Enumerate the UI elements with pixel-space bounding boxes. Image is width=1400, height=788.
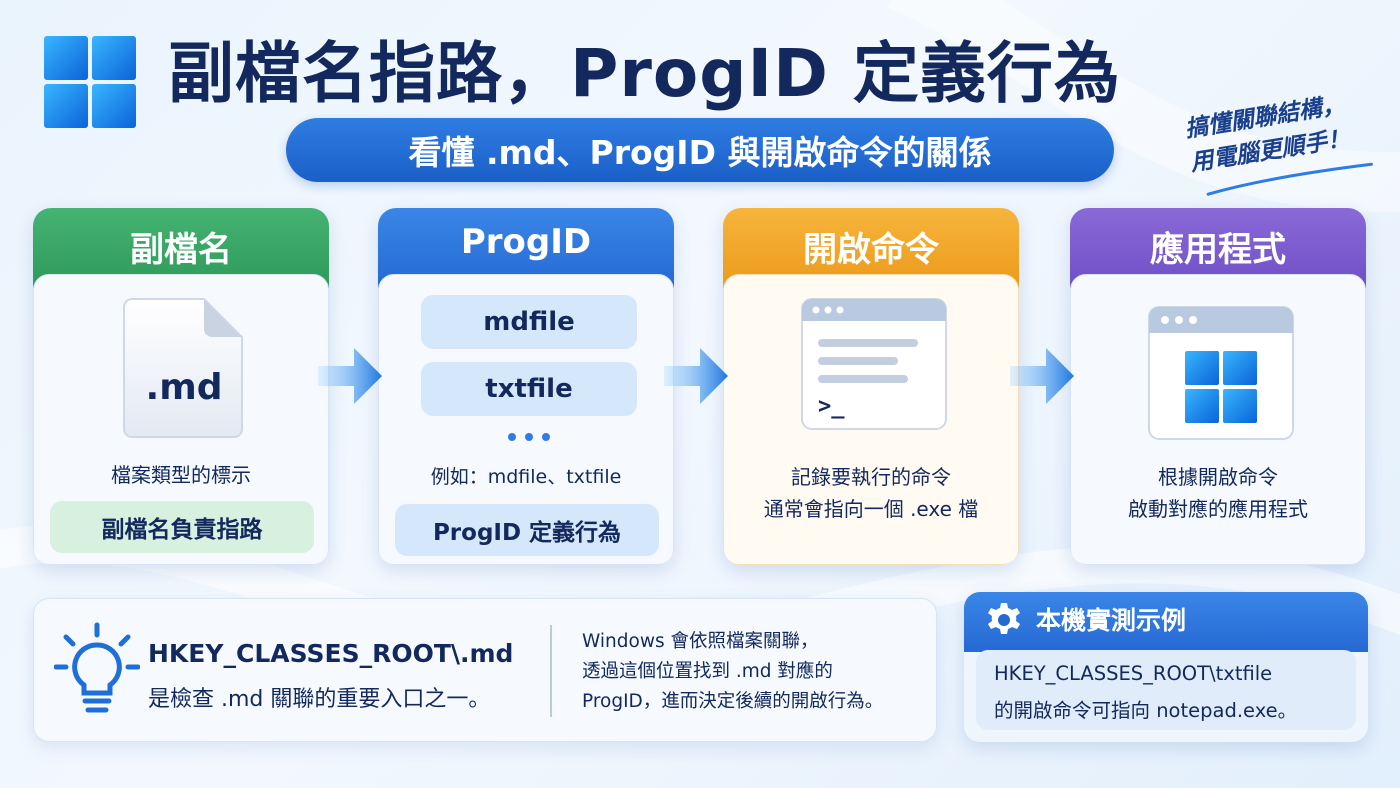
- description-line-1: 根據開啟命令: [1158, 465, 1278, 489]
- handwritten-note: 搞懂關聯結構， 用電腦更順手！: [1154, 83, 1387, 216]
- step-body: .md 檔案類型的標示 副檔名負責指路: [33, 274, 329, 565]
- progid-example: 例如：mdfile、txtfile: [430, 466, 622, 488]
- registry-info-panel: HKEY_CLASSES_ROOT\.md 是檢查 .md 關聯的重要入口之一。…: [33, 598, 937, 742]
- terminal-prompt: >_: [818, 394, 845, 419]
- note-underline: [1206, 162, 1373, 196]
- arrow-right-icon: [318, 348, 382, 404]
- page-title: 副檔名指路，ProgID 定義行為: [168, 35, 1121, 112]
- step-card-application: 應用程式 根據開啟命令 啟動對應的應用程式: [1070, 208, 1366, 565]
- test-panel-title: 本機實測示例: [1036, 606, 1187, 635]
- more-dots-icon: [508, 433, 550, 441]
- step-body: 根據開啟命令 啟動對應的應用程式: [1070, 274, 1366, 565]
- subtitle-banner: 看懂 .md、ProgID 與開啟命令的關係: [286, 118, 1114, 182]
- explanation-line-1: Windows 會依照檔案關聯，: [582, 631, 819, 652]
- step-summary-pill: ProgID 定義行為: [395, 504, 659, 556]
- file-icon: [123, 298, 243, 438]
- divider: [550, 625, 552, 717]
- local-test-panel: 本機實測示例 HKEY_CLASSES_ROOT\txtfile 的開啟命令可指…: [964, 592, 1368, 742]
- step-card-progid: ProgID mdfile txtfile 例如：mdfile、txtfile …: [378, 208, 674, 565]
- description-line-2: 通常會指向一個 .exe 檔: [763, 497, 979, 521]
- description-line-1: 記錄要執行的命令: [791, 465, 951, 489]
- step-description: 根據開啟命令 啟動對應的應用程式: [1071, 461, 1365, 525]
- gear-icon: [988, 603, 1020, 634]
- description-line-2: 啟動對應的應用程式: [1128, 497, 1308, 521]
- arrow-right-icon: [1010, 348, 1074, 404]
- step-body: mdfile txtfile 例如：mdfile、txtfile ProgID …: [378, 274, 674, 565]
- step-body: >_ 記錄要執行的命令 通常會指向一個 .exe 檔: [723, 274, 1019, 565]
- registry-key: HKEY_CLASSES_ROOT\.md: [148, 639, 514, 668]
- step-summary-pill: 副檔名負責指路: [50, 501, 314, 553]
- step-description: 檔案類型的標示: [111, 463, 251, 487]
- explanation-line-3: ProgID，進而決定後續的開啟行為。: [582, 691, 884, 712]
- terminal-window-icon: >_: [801, 298, 947, 430]
- file-extension-label: .md: [145, 367, 223, 408]
- step-card-open-command: 開啟命令 >_ 記錄要執行的命令 通常會指向一個 .exe 檔: [723, 208, 1019, 565]
- progid-item: mdfile: [421, 295, 637, 349]
- registry-key-description: 是檢查 .md 關聯的重要入口之一。: [148, 687, 491, 712]
- arrow-right-icon: [664, 348, 728, 404]
- windows-logo-icon: [44, 36, 136, 128]
- test-panel-body: HKEY_CLASSES_ROOT\txtfile 的開啟命令可指向 notep…: [976, 650, 1356, 730]
- step-description: 記錄要執行的命令 通常會指向一個 .exe 檔: [724, 461, 1018, 525]
- lightbulb-icon: [54, 622, 140, 713]
- step-card-extension: 副檔名 .md 檔案類型的標示 副檔名負責指路: [33, 208, 329, 565]
- explanation-line-2: 透過這個位置找到 .md 對應的: [582, 661, 833, 682]
- test-line-1: HKEY_CLASSES_ROOT\txtfile: [994, 662, 1273, 685]
- test-panel-header: 本機實測示例: [964, 592, 1368, 652]
- progid-item: txtfile: [421, 362, 637, 416]
- registry-explanation: Windows 會依照檔案關聯， 透過這個位置找到 .md 對應的 ProgID…: [582, 627, 922, 717]
- test-line-2: 的開啟命令可指向 notepad.exe。: [994, 699, 1298, 722]
- app-window-icon: [1148, 306, 1294, 440]
